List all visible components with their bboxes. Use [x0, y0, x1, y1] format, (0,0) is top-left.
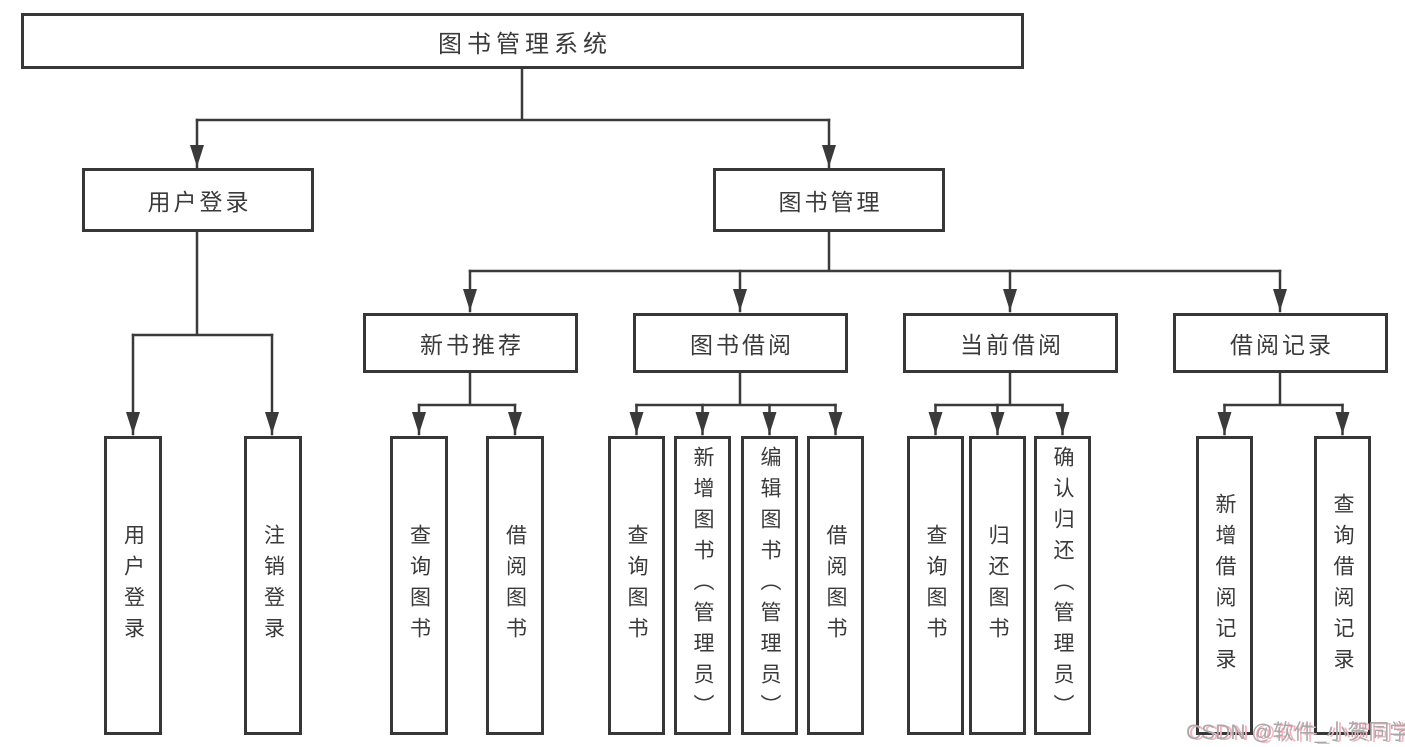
leaf-label: 新增图书（管理员）	[691, 446, 714, 725]
leaf-label: 用户登录	[121, 523, 145, 648]
leaf-borrow-books-2: 借阅图书	[807, 436, 864, 735]
leaf-label: 新增借阅记录	[1213, 492, 1236, 679]
connector-root	[195, 65, 831, 122]
connector-current-borrow	[934, 369, 1064, 407]
connector-book-management	[468, 228, 1282, 273]
node-new-book-recommend: 新书推荐	[363, 313, 578, 373]
leaf-return-books: 归还图书	[969, 436, 1026, 735]
connector-borrow-records	[1223, 369, 1344, 407]
leaf-borrow-books-1: 借阅图书	[486, 436, 544, 735]
leaf-query-books-3: 查询图书	[907, 436, 964, 735]
leaf-user-login: 用户登录	[104, 436, 162, 735]
connector-user-login	[131, 228, 274, 337]
leaf-label: 借阅图书	[824, 523, 847, 648]
node-current-borrow: 当前借阅	[903, 313, 1118, 373]
node-root: 图书管理系统	[21, 13, 1024, 69]
connector-book-borrow	[635, 369, 837, 407]
leaf-label: 注销登录	[261, 523, 285, 648]
leaf-label: 确认归还（管理员）	[1051, 446, 1074, 725]
leaf-label: 查询图书	[407, 523, 431, 648]
leaf-logout: 注销登录	[244, 436, 302, 735]
leaf-label: 借阅图书	[503, 523, 527, 648]
leaf-add-books-admin: 新增图书（管理员）	[674, 436, 731, 735]
node-borrow-records: 借阅记录	[1173, 313, 1388, 373]
leaf-label: 归还图书	[986, 523, 1009, 648]
watermark: CSDN @软件_小贺同学	[1186, 721, 1405, 744]
leaf-label: 编辑图书（管理员）	[758, 446, 781, 725]
leaf-label: 查询借阅记录	[1331, 492, 1354, 679]
leaf-add-borrow-record: 新增借阅记录	[1196, 436, 1253, 735]
connector-new-book	[417, 369, 517, 407]
leaf-query-borrow-record: 查询借阅记录	[1314, 436, 1371, 735]
leaf-confirm-return-admin: 确认归还（管理员）	[1034, 436, 1091, 735]
leaf-query-books-2: 查询图书	[608, 436, 665, 735]
leaf-label: 查询图书	[625, 523, 648, 648]
leaf-query-books-1: 查询图书	[390, 436, 448, 735]
node-book-management: 图书管理	[713, 168, 945, 232]
node-book-borrow: 图书借阅	[633, 313, 848, 373]
node-user-login: 用户登录	[82, 168, 314, 232]
leaf-label: 查询图书	[924, 523, 947, 648]
leaf-edit-books-admin: 编辑图书（管理员）	[741, 436, 798, 735]
